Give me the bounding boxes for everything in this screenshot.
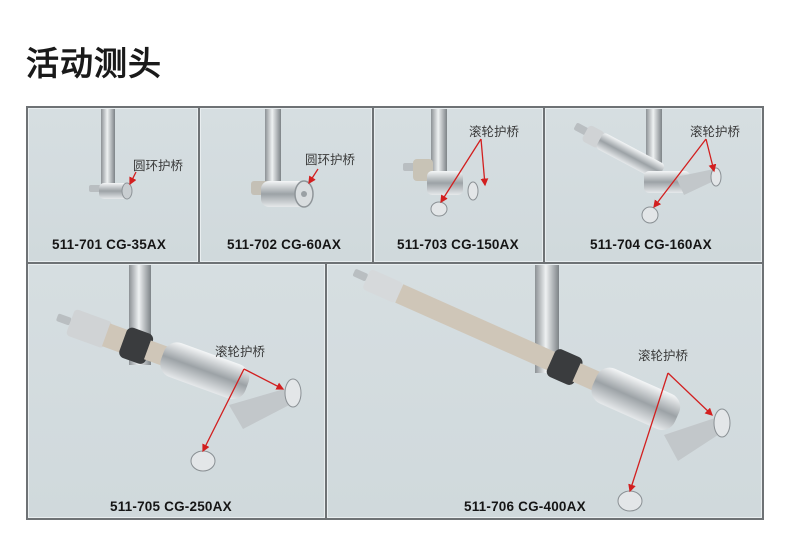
page-title: 活动测头	[26, 44, 162, 83]
model-label: 511-703 CG-150AX	[397, 237, 519, 252]
product-panel-511-703: 滚轮护桥 511-703 CG-150AX	[374, 108, 543, 262]
divider	[325, 264, 327, 518]
callout-label: 圆环护桥	[133, 158, 184, 173]
divider	[198, 108, 200, 262]
model-label: 511-701 CG-35AX	[52, 237, 167, 252]
probe-image-ring-guard-small	[89, 109, 137, 200]
probe-image-roller-guard-extended	[353, 265, 731, 512]
product-panel-511-705: 滚轮护桥 511-705 CG-250AX	[28, 264, 325, 518]
callout-label: 滚轮护桥	[638, 348, 689, 363]
callout-label: 圆环护桥	[305, 152, 356, 167]
product-panel-511-704: 滚轮护桥 511-704 CG-160AX	[545, 108, 762, 262]
row-divider	[28, 262, 762, 264]
product-panel-511-702: 圆环护桥 511-702 CG-60AX	[200, 108, 372, 262]
model-label: 511-702 CG-60AX	[227, 237, 342, 252]
product-panel-511-706: 滚轮护桥 511-706 CG-400AX	[327, 264, 762, 518]
probe-image-roller-guard-long	[56, 265, 302, 472]
callout-label: 滚轮护桥	[215, 344, 266, 359]
product-panel-511-701: 圆环护桥 511-701 CG-35AX	[28, 108, 198, 262]
divider	[372, 108, 374, 262]
probe-image-roller-guard-medium	[574, 109, 722, 224]
model-label: 511-704 CG-160AX	[590, 237, 712, 252]
callout-label: 滚轮护桥	[690, 124, 741, 139]
divider	[543, 108, 545, 262]
probe-image-ring-guard-large	[251, 109, 319, 208]
probe-image-roller-guard-short	[403, 109, 489, 217]
model-label: 511-705 CG-250AX	[110, 499, 232, 514]
callout-label: 滚轮护桥	[469, 124, 520, 139]
model-label: 511-706 CG-400AX	[464, 499, 586, 514]
